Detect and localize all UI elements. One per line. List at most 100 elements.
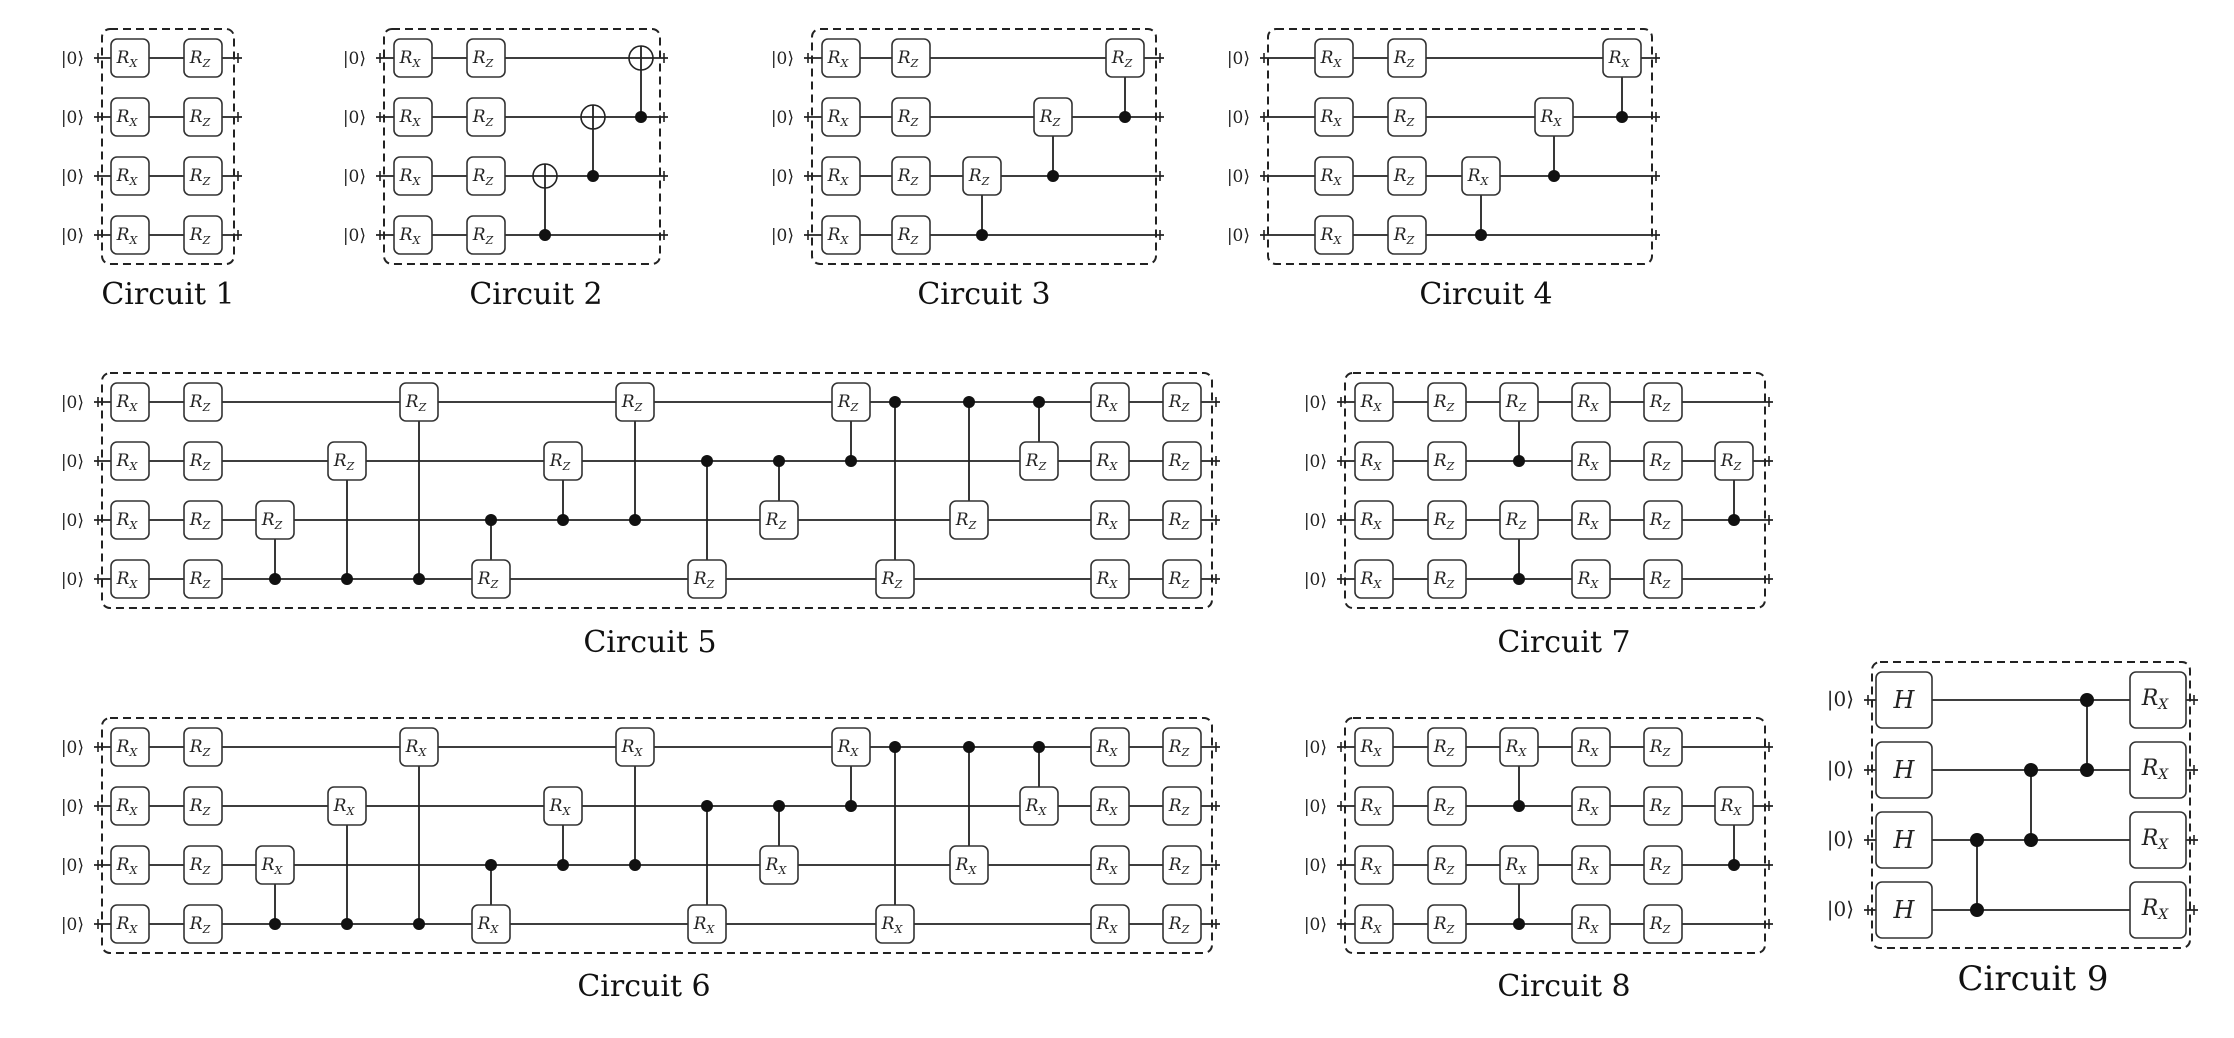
- gate-z: [255, 500, 295, 540]
- gate-z: [543, 441, 583, 481]
- gate-z: [471, 559, 511, 599]
- gate-x: [949, 845, 989, 885]
- gate-x: [110, 727, 150, 767]
- qubit-ket-label: |0⟩: [343, 226, 366, 246]
- gate-x: [1090, 441, 1130, 481]
- gate-label: H: [1893, 896, 1916, 924]
- qubit-ket-label: |0⟩: [61, 856, 84, 876]
- gate-x: [1090, 500, 1130, 540]
- circuit-4: |0⟩|0⟩|0⟩|0⟩Circuit 4RXRXRXRXRZRZRZRZRXR…: [1227, 28, 1660, 312]
- gate-z: [1387, 156, 1427, 196]
- gate-x: [327, 786, 367, 826]
- control-dot: [629, 514, 641, 526]
- gate-x: [821, 215, 861, 255]
- qubit-ket-label: |0⟩: [61, 49, 84, 69]
- circuit-caption: Circuit 6: [577, 969, 710, 1004]
- gate-z: [1162, 382, 1202, 422]
- gate-z: [1643, 727, 1683, 767]
- gate-x: [1354, 786, 1394, 826]
- gate-x: [1461, 156, 1501, 196]
- gate-x: [821, 97, 861, 137]
- gate-z: [962, 156, 1002, 196]
- gate-x: [1354, 441, 1394, 481]
- control-dot: [1970, 903, 1984, 917]
- gate-z: [1162, 786, 1202, 826]
- circuit-6: |0⟩|0⟩|0⟩|0⟩Circuit 6RXRXRXRXRZRZRZRZRXR…: [61, 717, 1220, 1004]
- gate-x: [1090, 382, 1130, 422]
- gate-x: [1571, 845, 1611, 885]
- gate-z: [831, 382, 871, 422]
- circuit-frame: [101, 28, 235, 265]
- circuit-frame: [101, 717, 1213, 954]
- control-dot: [845, 455, 857, 467]
- qubit-ket-label: |0⟩: [771, 108, 794, 128]
- gate-z: [615, 382, 655, 422]
- circuit-frame: [383, 28, 661, 265]
- circuit-frame: [1344, 717, 1766, 954]
- circuit-frame: [101, 372, 1213, 609]
- gate-z: [1643, 904, 1683, 944]
- gate-x: [687, 904, 727, 944]
- gate-z: [1427, 904, 1467, 944]
- qubit-ket-label: |0⟩: [61, 452, 84, 472]
- control-dot: [1616, 111, 1628, 123]
- gate-x: [1354, 382, 1394, 422]
- gate-z: [1427, 559, 1467, 599]
- gate-x: [1090, 559, 1130, 599]
- qubit-ket-label: |0⟩: [61, 167, 84, 187]
- gate-z: [1387, 97, 1427, 137]
- gate-z: [1033, 97, 1073, 137]
- circuit-frame: [1344, 372, 1766, 609]
- gate-x: [399, 727, 439, 767]
- gate-x: [821, 38, 861, 78]
- gate-x: [1571, 500, 1611, 540]
- gate-z: [183, 97, 223, 137]
- gate-z: [687, 559, 727, 599]
- gate-label: H: [1893, 826, 1916, 854]
- gate-x: [1354, 559, 1394, 599]
- gate-z: [891, 97, 931, 137]
- qubit-ket-label: |0⟩: [1227, 108, 1250, 128]
- qubit-ket-label: |0⟩: [343, 108, 366, 128]
- gate-z: [1162, 904, 1202, 944]
- gate-h: [1875, 741, 1933, 799]
- gate-x: [1499, 845, 1539, 885]
- gate-x: [110, 904, 150, 944]
- gate-x: [110, 845, 150, 885]
- control-dot: [1513, 800, 1525, 812]
- gate-x: [471, 904, 511, 944]
- qubit-ket-label: |0⟩: [61, 738, 84, 758]
- control-dot: [963, 396, 975, 408]
- gate-x: [110, 559, 150, 599]
- gate-z: [1643, 500, 1683, 540]
- gate-z: [183, 382, 223, 422]
- control-dot: [341, 918, 353, 930]
- qubit-ket-label: |0⟩: [1304, 738, 1327, 758]
- gate-z: [1427, 786, 1467, 826]
- gate-z: [1427, 845, 1467, 885]
- gate-z: [1643, 845, 1683, 885]
- gate-z: [399, 382, 439, 422]
- gate-z: [1427, 727, 1467, 767]
- circuit-frame: [1871, 661, 2191, 949]
- gate-x: [1019, 786, 1059, 826]
- qubit-ket-label: |0⟩: [343, 49, 366, 69]
- gate-x: [110, 38, 150, 78]
- control-dot: [539, 229, 551, 241]
- gate-z: [466, 215, 506, 255]
- gate-x: [110, 441, 150, 481]
- qubit-ket-label: |0⟩: [1304, 797, 1327, 817]
- qubit-ket-label: |0⟩: [1227, 49, 1250, 69]
- qubit-ket-label: |0⟩: [1304, 452, 1327, 472]
- qubit-ket-label: |0⟩: [771, 49, 794, 69]
- qubit-ket-label: |0⟩: [61, 393, 84, 413]
- control-dot: [1047, 170, 1059, 182]
- gate-z: [1643, 441, 1683, 481]
- gate-x: [875, 904, 915, 944]
- gate-x: [2129, 881, 2187, 939]
- control-dot: [1033, 741, 1045, 753]
- control-dot: [587, 170, 599, 182]
- control-dot: [1119, 111, 1131, 123]
- control-dot: [963, 741, 975, 753]
